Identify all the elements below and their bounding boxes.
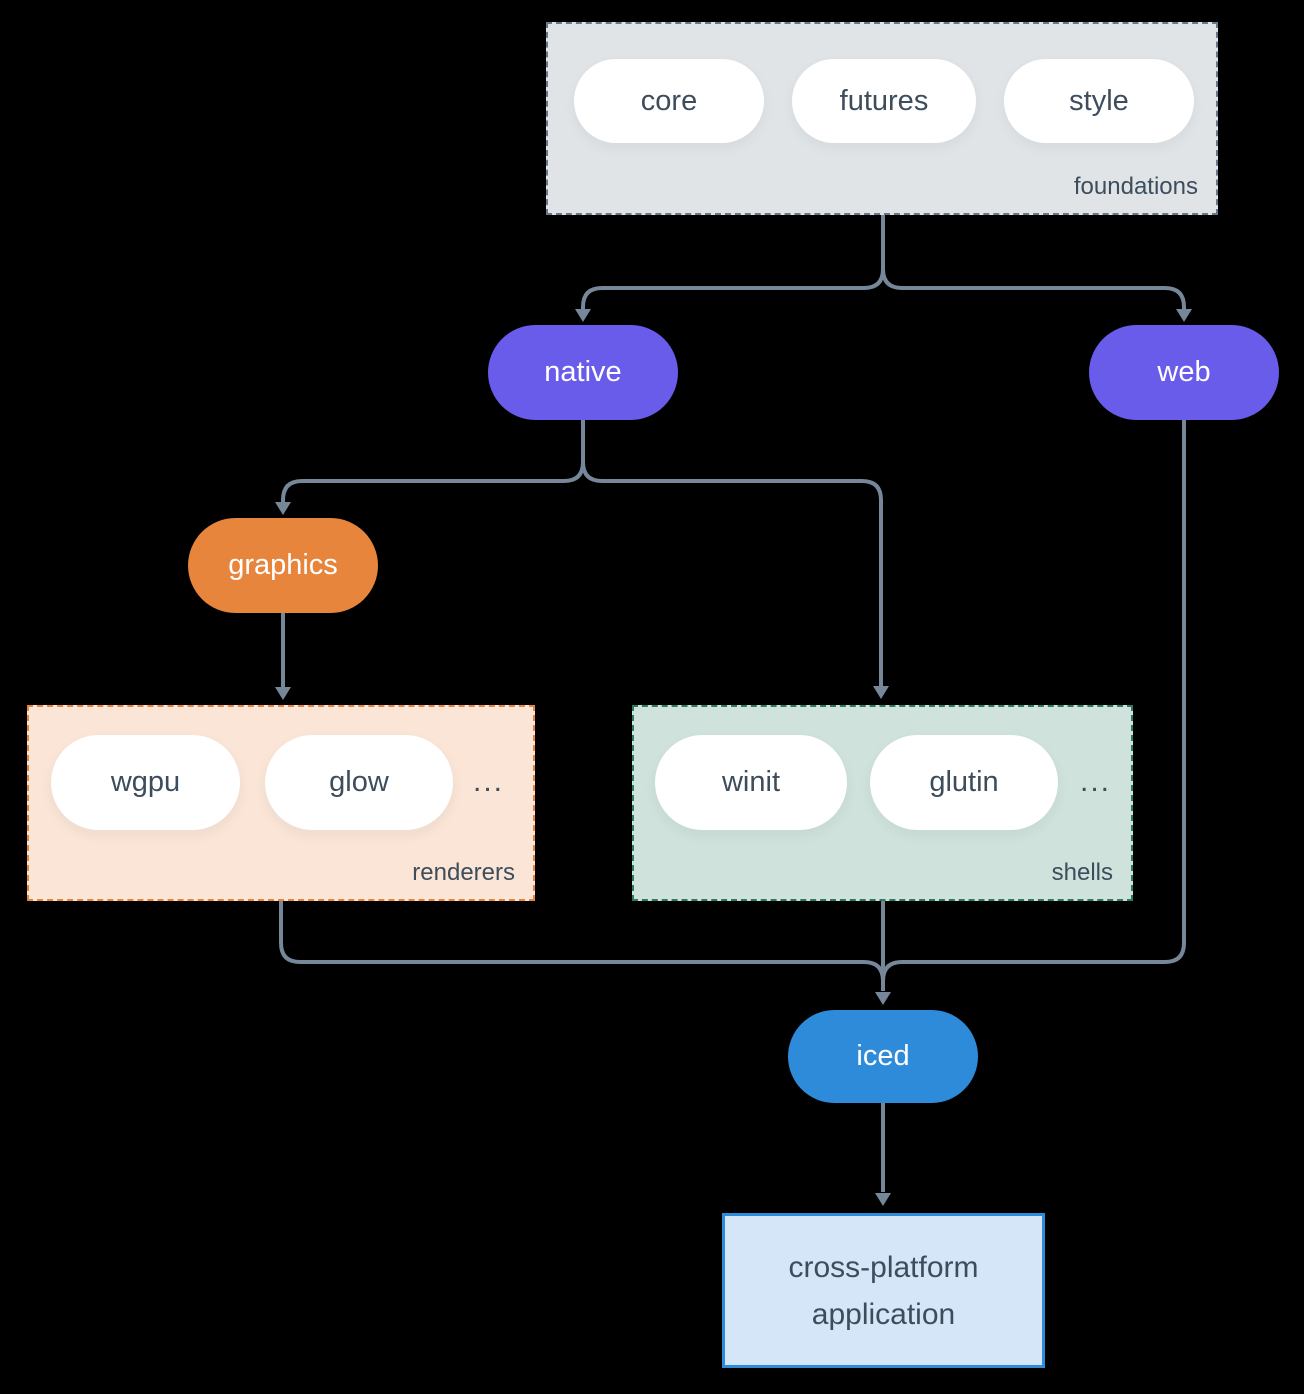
node-iced: iced [788,1010,978,1103]
arrowhead-iced [875,992,891,1005]
group-label-renderers: renderers [412,859,515,886]
arrowhead-renderers [275,687,291,700]
group-shells: winit glutin ... shells [632,705,1133,901]
node-graphics: graphics [188,518,378,613]
arrowhead-shells-top [873,686,889,699]
arrowhead-native [575,309,591,322]
node-native: native [488,325,678,420]
edge-native-shells [581,420,883,687]
node-wgpu: wgpu [51,735,240,830]
node-futures: futures [792,59,976,143]
group-foundations: core futures style foundations [546,22,1218,215]
shells-ellipsis: ... [1080,765,1112,798]
edge-foundations-native [581,215,885,310]
group-renderers: wgpu glow ... renderers [27,705,535,901]
arrowhead-web [1176,309,1192,322]
group-label-foundations: foundations [1073,173,1198,200]
edge-foundations-web [881,215,1186,310]
edge-renderers-iced [279,901,885,984]
node-web: web [1089,325,1279,420]
arrowhead-application [875,1193,891,1206]
node-core: core [574,59,764,143]
renderers-ellipsis: ... [473,765,505,798]
node-glutin: glutin [870,735,1058,830]
edge-native-graphics [281,420,585,503]
node-winit: winit [655,735,847,830]
node-cross-platform-application: cross-platform application [722,1213,1045,1368]
group-label-shells: shells [1051,859,1113,886]
node-style: style [1004,59,1194,143]
node-glow: glow [265,735,453,830]
arrowhead-graphics [275,502,291,515]
